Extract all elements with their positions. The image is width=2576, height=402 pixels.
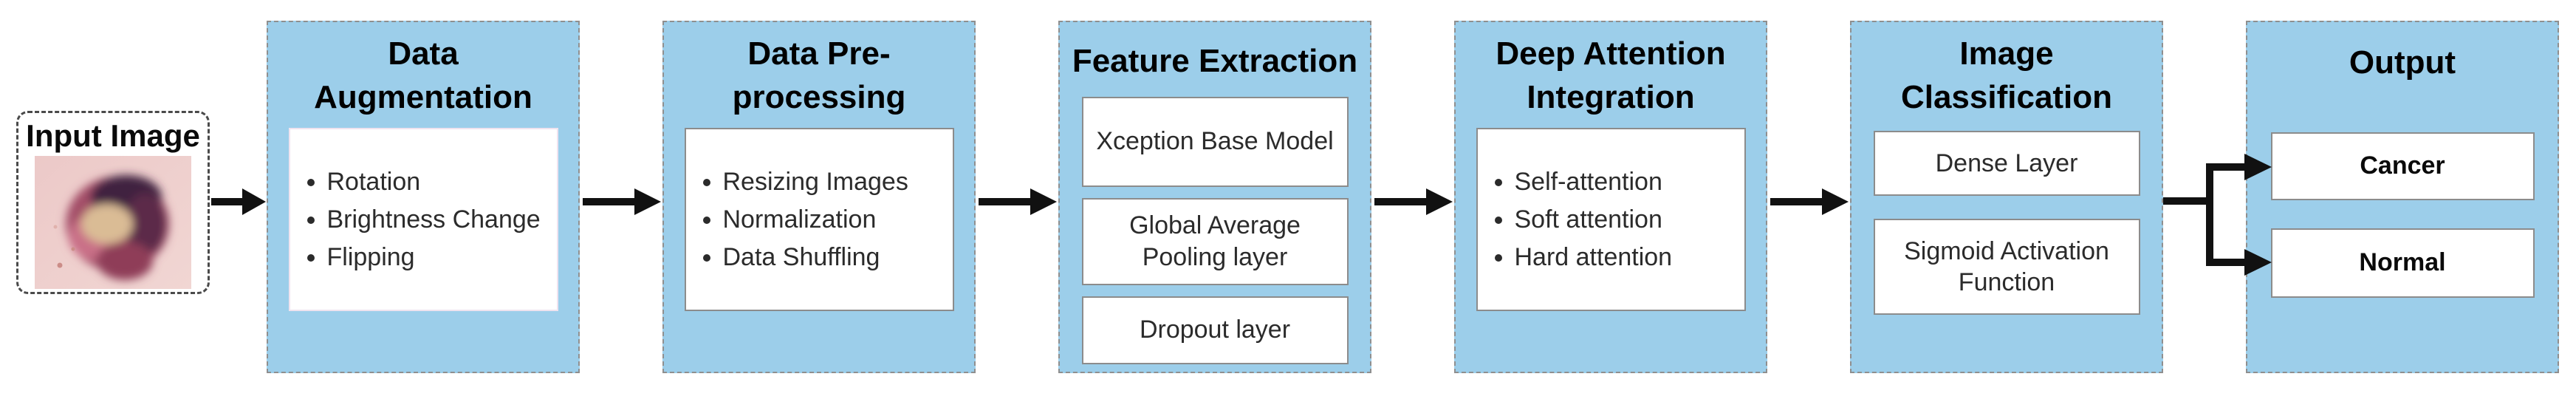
stage-data-preprocessing: Data Pre- processing Resizing Images Nor… (662, 21, 976, 373)
stage-title: Data Pre- processing (732, 35, 906, 115)
list-item: Flipping (327, 239, 557, 276)
list-item: Normalization (723, 201, 953, 239)
list-item: Data Shuffling (723, 239, 953, 276)
stage-deep-attention-integration: Deep Attention Integration Self-attentio… (1454, 21, 1767, 373)
flow-arrow-icon (1374, 188, 1453, 215)
global-average-pooling-box: Global Average Pooling layer (1081, 197, 1349, 285)
deep-attention-list-box: Self-attention Soft attention Hard atten… (1476, 128, 1746, 312)
flow-arrow-icon (1770, 188, 1849, 215)
xception-base-model-box: Xception Base Model (1081, 96, 1349, 187)
stage-data-augmentation: Data Augmentation Rotation Brightness Ch… (267, 21, 580, 373)
output-normal-box: Normal (2270, 228, 2535, 298)
stage-title: Image Classification (1900, 35, 2113, 115)
stage-feature-extraction: Feature Extraction Xception Base Model G… (1058, 21, 1371, 373)
flow-arrow-icon (979, 188, 1057, 215)
stage-title: Feature Extraction (1072, 43, 1358, 79)
skin-lesion-image (35, 156, 191, 290)
sigmoid-activation-box: Sigmoid Activation Function (1873, 219, 2140, 316)
input-image-card: Input Image (16, 111, 210, 294)
flow-arrow-icon (583, 188, 661, 215)
dropout-layer-box: Dropout layer (1081, 296, 1349, 364)
flow-arrow-icon (211, 188, 266, 215)
list-item: Soft attention (1515, 201, 1744, 239)
list-item: Self-attention (1515, 163, 1744, 201)
stage-title: Deep Attention Integration (1496, 35, 1726, 115)
list-item: Rotation (327, 163, 557, 201)
dense-layer-box: Dense Layer (1873, 131, 2140, 197)
list-item: Resizing Images (723, 163, 953, 201)
input-image-label: Input Image (26, 118, 200, 153)
output-cancer-box: Cancer (2270, 132, 2535, 200)
stage-title: Data Augmentation (314, 35, 532, 115)
data-preprocessing-list-box: Resizing Images Normalization Data Shuff… (684, 128, 954, 312)
data-augmentation-list-box: Rotation Brightness Change Flipping (288, 128, 558, 312)
list-item: Hard attention (1515, 239, 1744, 276)
stage-output: Output Cancer Normal (2246, 21, 2559, 373)
stage-image-classification: Image Classification Dense Layer Sigmoid… (1850, 21, 2163, 373)
stage-title: Output (2349, 44, 2456, 81)
list-item: Brightness Change (327, 201, 557, 239)
